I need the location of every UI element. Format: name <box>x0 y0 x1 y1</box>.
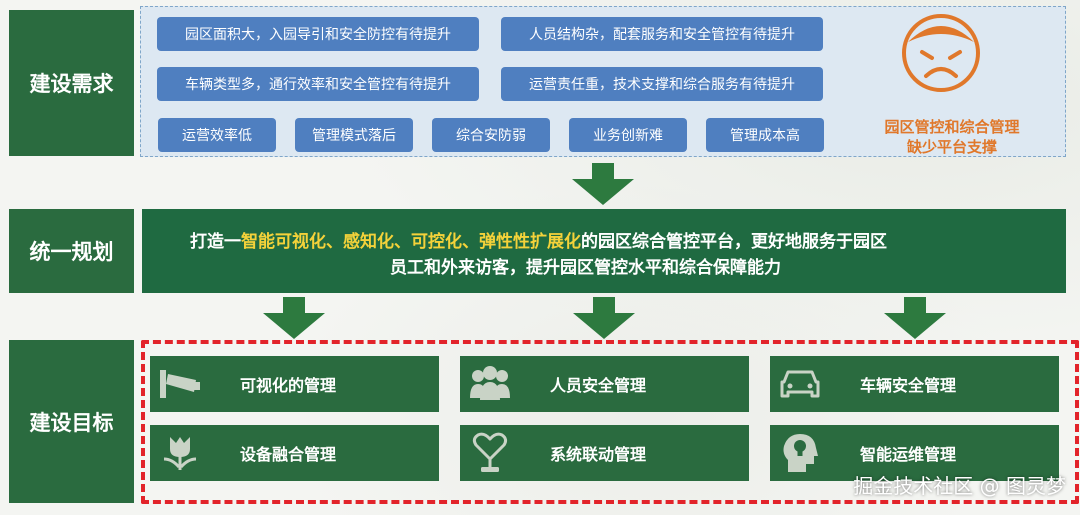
arrow-down-icon <box>884 297 946 339</box>
goal-label: 车辆安全管理 <box>860 376 957 395</box>
goal-personnel-safety: 人员安全管理 <box>460 356 749 412</box>
people-group-icon <box>460 356 520 412</box>
arrow-down-icon <box>263 297 325 339</box>
plan-text-suffix: 的园区综合管控平台，更好地服务于园区 <box>581 232 887 252</box>
sad-face-icon <box>902 14 980 92</box>
plan-highlight: 感知化、 <box>343 232 411 252</box>
goal-label: 设备融合管理 <box>240 445 337 464</box>
need-short-item: 运营效率低 <box>158 118 276 152</box>
needs-caption: 园区管控和综合管理 缺少平台支撑 <box>862 117 1042 157</box>
need-item: 车辆类型多，通行效率和安全管控有待提升 <box>157 67 479 101</box>
need-item: 人员结构杂，配套服务和安全管控有待提升 <box>501 17 823 51</box>
goal-visual-management: 可视化的管理 <box>150 356 439 412</box>
needs-caption-line2: 缺少平台支撑 <box>906 138 997 156</box>
plan-highlight: 可控化、 <box>411 232 479 252</box>
car-icon <box>770 356 830 412</box>
plan-text-line2: 员工和外来访客，提升园区管控水平和综合保障能力 <box>390 258 781 278</box>
arrow-down-icon <box>573 297 635 339</box>
goals-frame <box>141 340 1079 504</box>
goal-smart-operations: 智能运维管理 <box>770 425 1059 481</box>
need-item: 运营责任重，技术支撑和综合服务有待提升 <box>501 67 823 101</box>
arrow-down-icon <box>572 163 634 205</box>
watermark: 掘金技术社区 @ 图灵梦 <box>853 474 1066 498</box>
plan-statement: 打造一智能可视化、感知化、可控化、弹性性扩展化的园区综合管控平台，更好地服务于园… <box>142 209 1066 293</box>
need-short-item: 业务创新难 <box>569 118 687 152</box>
need-short-item: 综合安防弱 <box>432 118 550 152</box>
goal-label: 系统联动管理 <box>550 445 647 464</box>
goal-system-linkage: 系统联动管理 <box>460 425 749 481</box>
need-short-item: 管理模式落后 <box>295 118 413 152</box>
goals-section-label: 建设目标 <box>9 340 134 503</box>
goal-vehicle-safety: 车辆安全管理 <box>770 356 1059 412</box>
cctv-camera-icon <box>150 356 210 412</box>
tulip-icon <box>150 425 210 481</box>
plan-highlight: 智能可视化、 <box>241 232 343 252</box>
plan-highlight: 弹性性扩展化 <box>479 232 581 252</box>
goal-label: 智能运维管理 <box>860 445 957 464</box>
need-short-item: 管理成本高 <box>706 118 824 152</box>
need-item: 园区面积大，入园导引和安全防控有待提升 <box>157 17 479 51</box>
head-lightbulb-icon <box>770 425 830 481</box>
needs-section-label: 建设需求 <box>9 10 134 156</box>
goal-label: 可视化的管理 <box>240 376 337 395</box>
plan-section-label: 统一规划 <box>9 209 134 293</box>
needs-caption-line1: 园区管控和综合管理 <box>884 118 1020 136</box>
heart-trophy-icon <box>460 425 520 481</box>
plan-text-prefix: 打造一 <box>190 232 241 252</box>
goal-device-integration: 设备融合管理 <box>150 425 439 481</box>
goal-label: 人员安全管理 <box>550 376 647 395</box>
